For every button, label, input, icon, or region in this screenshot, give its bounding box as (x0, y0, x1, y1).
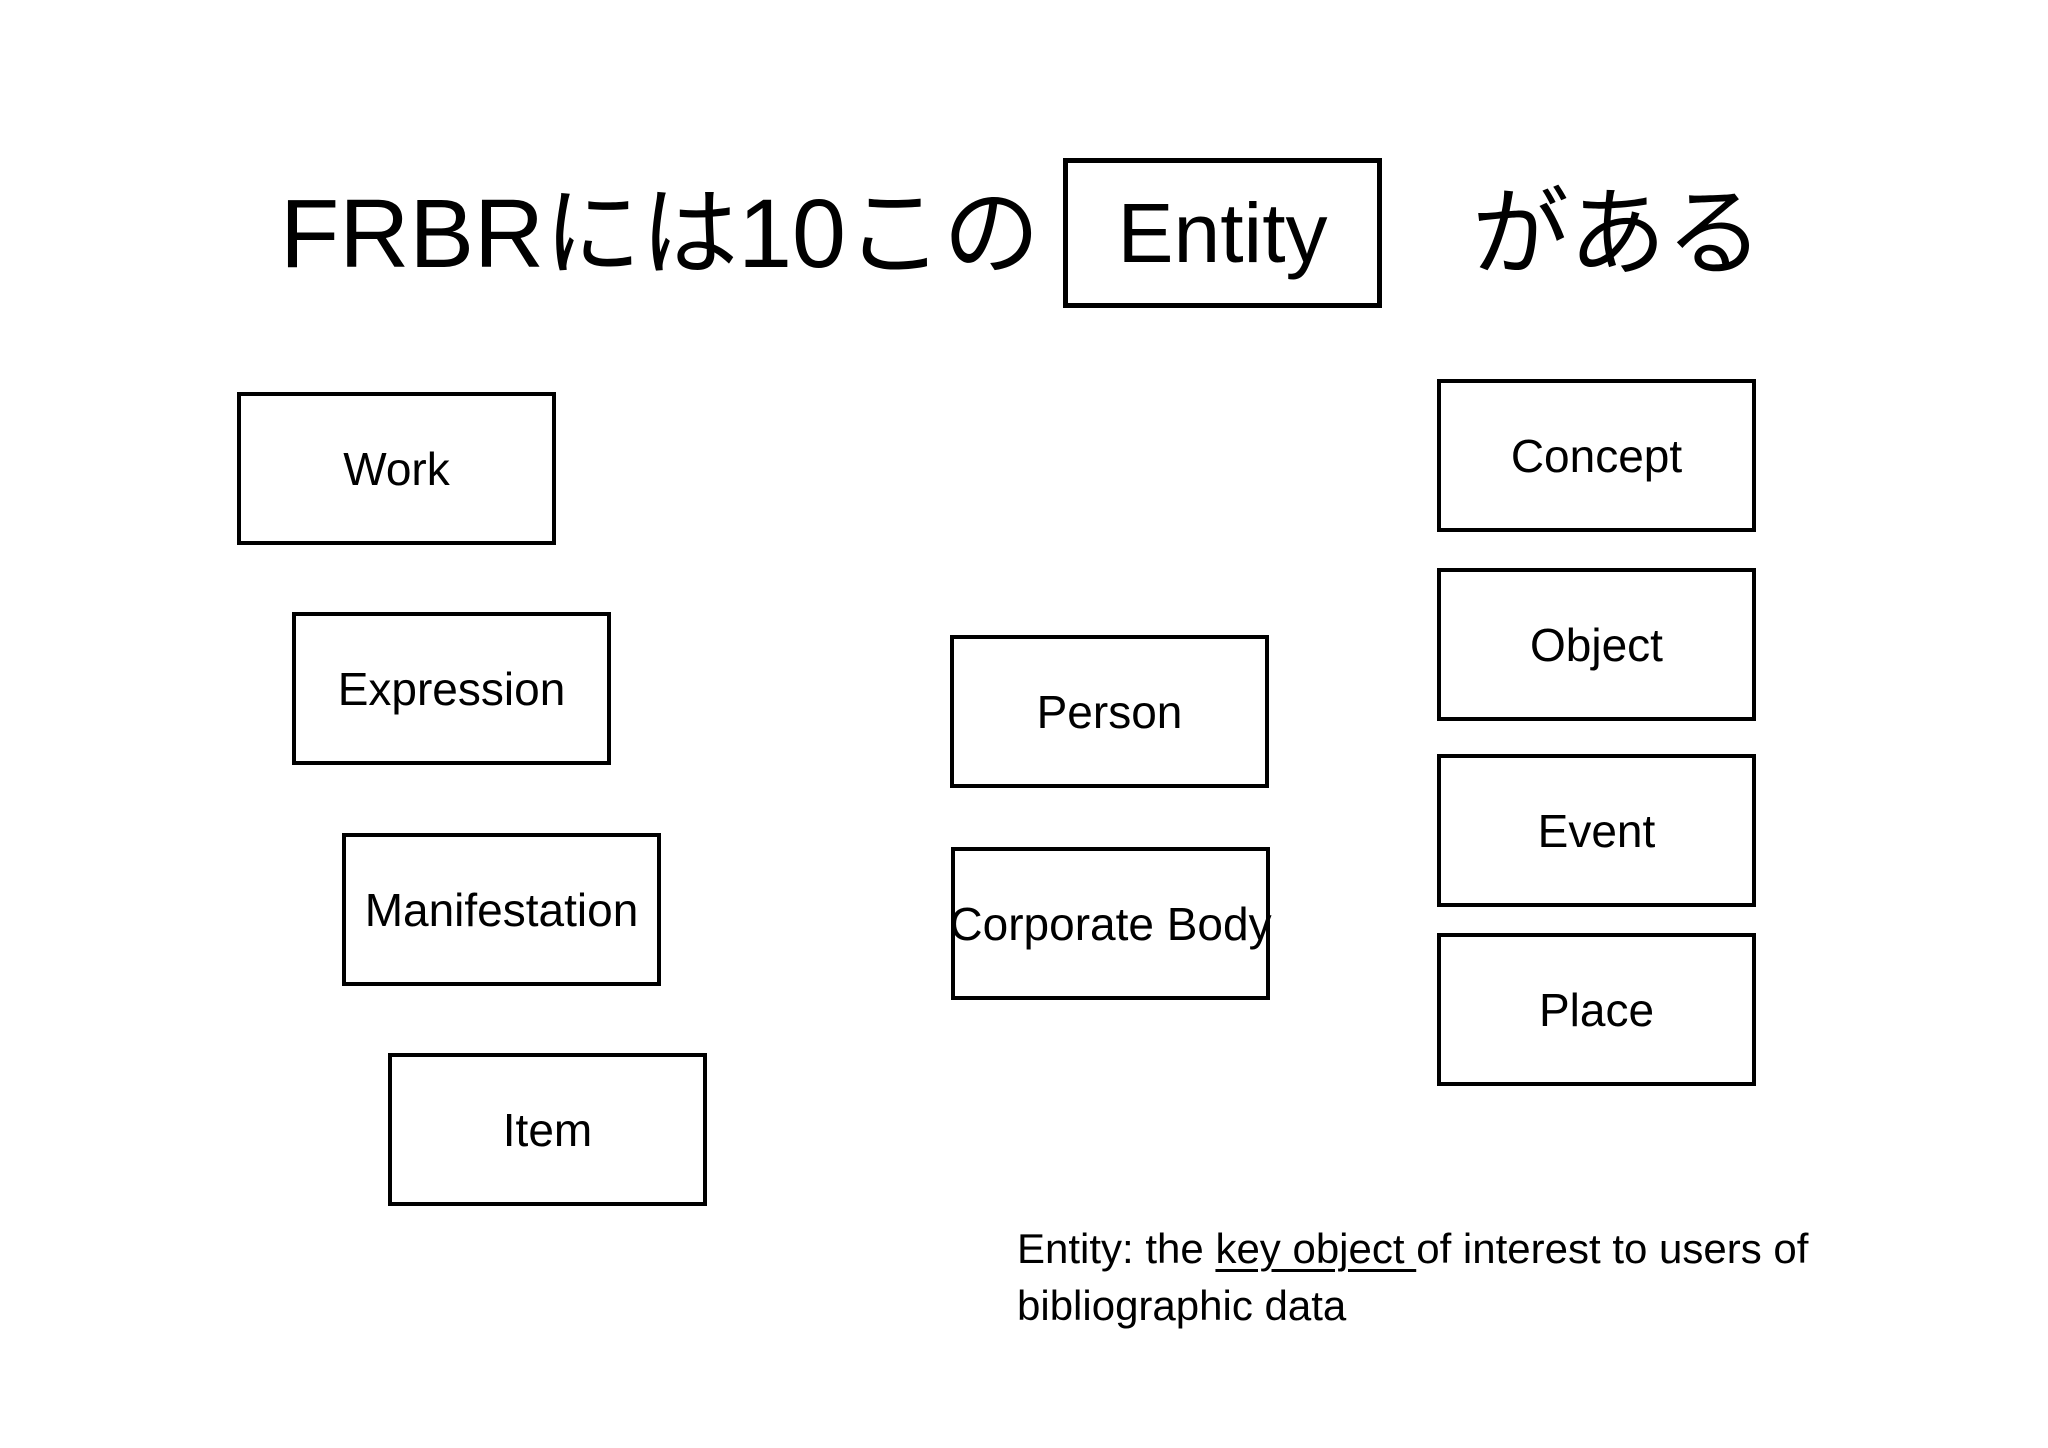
entity-box-work-label: Work (343, 442, 450, 495)
entity-box-corporate-body-label: Corporate Body (949, 897, 1272, 950)
entity-box-corporate-body: Corporate Body (949, 847, 1272, 1000)
entity-box-concept-label: Concept (1510, 429, 1683, 482)
entity-box-manifestation: Manifestation (342, 833, 661, 986)
entity-box-item: Item (388, 1053, 707, 1206)
entity-box-place: Place (1437, 933, 1756, 1086)
entity-box-event: Event (1437, 754, 1756, 907)
entity-box-concept: Concept (1437, 379, 1756, 532)
entity-box-manifestation-label: Manifestation (364, 883, 639, 936)
entity-definition-caption: Entity: the key object of interest to us… (1017, 1220, 1808, 1334)
entity-box-event-label: Event (1537, 804, 1656, 857)
entity-box-person-label: Person (1036, 685, 1183, 738)
entity-box-object: Object (1437, 568, 1756, 721)
caption-line1: Entity: the key object of interest to us… (1017, 1220, 1808, 1277)
entity-box-place-label: Place (1538, 983, 1655, 1036)
title-text-post: がある (1472, 179, 1763, 288)
entity-box-object-label: Object (1530, 618, 1663, 671)
caption-prefix: Entity: the (1017, 1225, 1216, 1272)
caption-suffix: of interest to users of (1416, 1225, 1809, 1272)
entity-box-item-label: Item (502, 1103, 593, 1156)
title-text-pre: FRBRには10この (280, 179, 1040, 288)
entity-box-person: Person (950, 635, 1269, 788)
entity-title-box: Entity (1063, 158, 1382, 308)
caption-underlined-phrase: key object (1215, 1225, 1417, 1272)
entity-box-expression-label: Expression (337, 662, 566, 715)
entity-box-work: Work (237, 392, 556, 545)
entity-title-label: Entity (1117, 186, 1328, 280)
caption-line2: bibliographic data (1017, 1282, 1347, 1329)
entity-box-expression: Expression (292, 612, 611, 765)
